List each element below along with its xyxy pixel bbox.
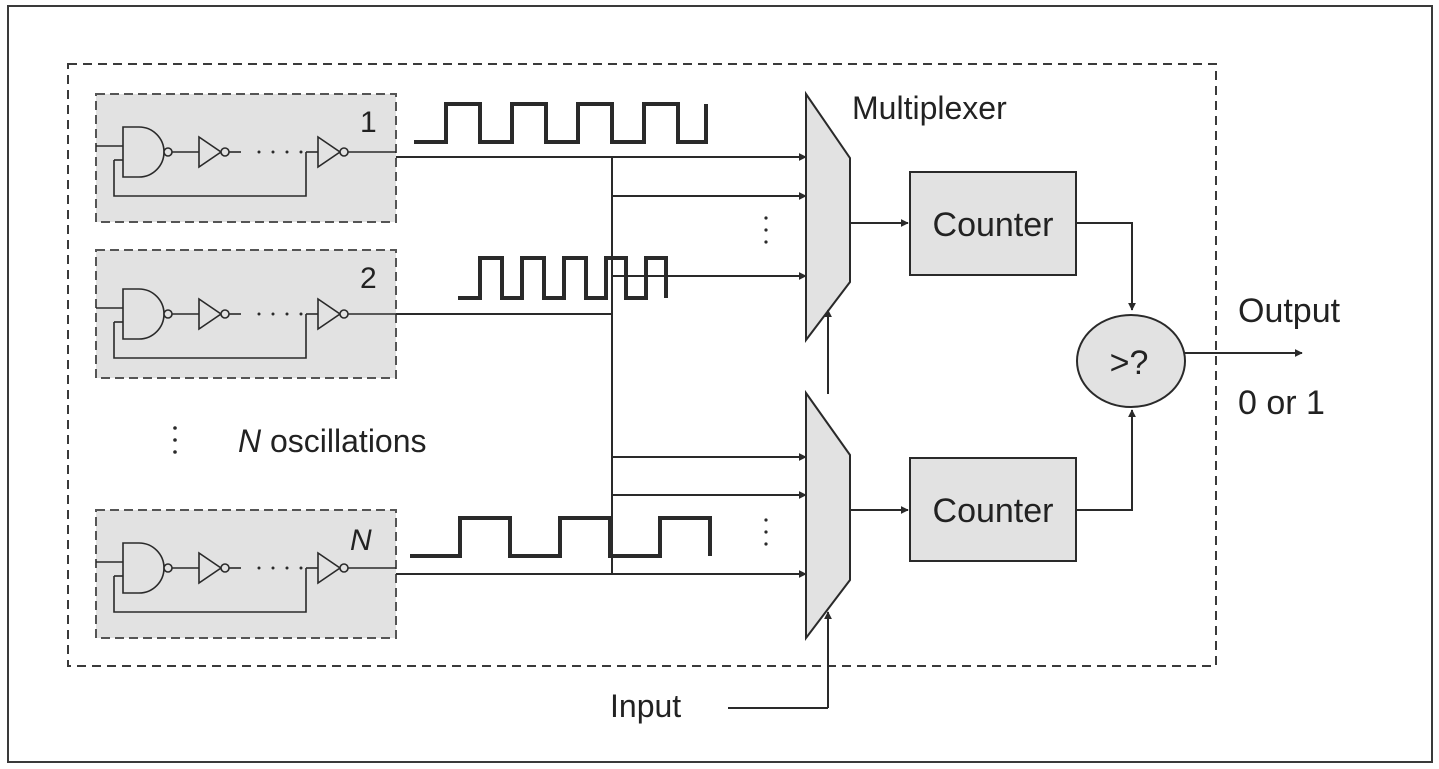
counter-to-comparator-wiring <box>1076 222 1136 511</box>
ring-oscillator-n: N <box>95 509 397 639</box>
n-italic: N <box>238 423 262 459</box>
vertical-ellipsis <box>173 426 177 454</box>
oscillator-n-label: N <box>350 524 372 557</box>
counter-top-label: Counter <box>933 206 1054 244</box>
oscillator-2-label: 2 <box>360 262 377 295</box>
comparator-label: >? <box>1110 344 1149 382</box>
waveform-n <box>410 516 712 558</box>
input-select-wiring <box>728 309 832 709</box>
counter-top: Counter <box>909 171 1077 276</box>
puf-boundary <box>67 63 1217 667</box>
oscillator-1-label: 1 <box>360 106 377 139</box>
multiplexer-bottom <box>805 389 851 641</box>
n-oscillations-text: oscillations <box>261 423 426 459</box>
counter-bottom: Counter <box>909 457 1077 562</box>
counter-bottom-label: Counter <box>933 492 1054 530</box>
output-values: 0 or 1 <box>1238 384 1325 422</box>
multiplexer-label: Multiplexer <box>852 90 1007 126</box>
mux-bottom-inputs <box>612 453 807 578</box>
ring-oscillator-2: 2 <box>95 249 397 379</box>
mux-top-inputs <box>612 153 807 280</box>
input-label: Input <box>610 688 681 724</box>
output-label: Output <box>1238 292 1341 330</box>
ring-oscillator-1: 1 <box>95 93 397 223</box>
oscillator-wiring <box>396 156 613 575</box>
waveform-2 <box>458 256 668 300</box>
n-oscillations-label: N oscillations <box>238 423 427 459</box>
comparator: >? <box>1076 314 1186 408</box>
waveform-1 <box>414 102 708 144</box>
multiplexer-top <box>805 90 851 343</box>
